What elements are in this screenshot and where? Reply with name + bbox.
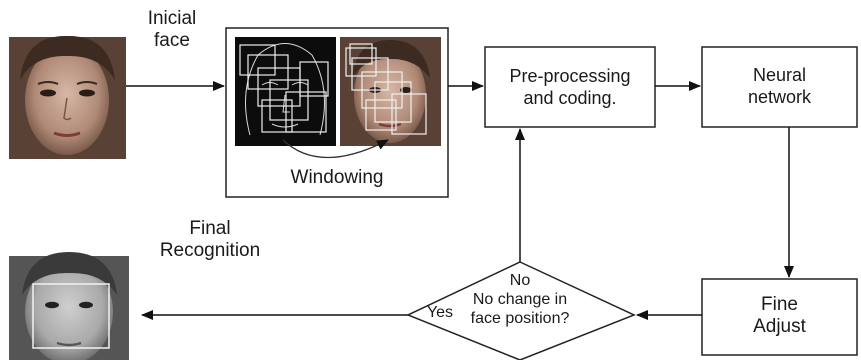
final-face-image	[9, 252, 129, 360]
decision-question-line2: face position?	[470, 310, 570, 327]
neural-network-label-line2: network	[747, 87, 812, 107]
neural-network-box	[701, 46, 858, 128]
edge-face-image	[235, 37, 336, 146]
initial-face-label-line2: face	[154, 30, 190, 51]
initial-face-image	[9, 35, 126, 159]
preprocessing-box	[484, 46, 656, 128]
decision-diamond	[406, 261, 636, 360]
windowing-label: Windowing	[290, 167, 384, 188]
decision-question-label: No change in face position?	[460, 290, 580, 328]
fine-adjust-label: Fine Adjust	[702, 294, 857, 338]
decision-no-label: No	[509, 272, 531, 289]
neural-network-label: Neural network	[702, 64, 857, 108]
fine-adjust-box	[701, 278, 858, 356]
initial-face-label-line1: Inicial	[147, 8, 197, 29]
neural-network-label-line1: Neural	[752, 65, 807, 85]
preprocessing-label-line2: and coding.	[523, 88, 617, 108]
preprocessing-label: Pre-processing and coding.	[485, 65, 655, 109]
windowing-curve-arrow	[282, 139, 389, 159]
initial-face-label: Inicial face	[133, 8, 211, 52]
fine-adjust-label-line1: Fine	[761, 294, 798, 315]
decision-yes-label: Yes	[426, 304, 454, 321]
final-recognition-label-line2: Recognition	[159, 240, 261, 261]
final-recognition-label: Final Recognition	[140, 218, 280, 262]
preprocessing-label-line1: Pre-processing	[509, 66, 631, 86]
fine-adjust-label-line2: Adjust	[753, 316, 806, 337]
final-recognition-label-line1: Final	[189, 218, 231, 239]
decision-question-line1: No change in	[472, 291, 568, 308]
windowed-face-image	[340, 37, 441, 146]
